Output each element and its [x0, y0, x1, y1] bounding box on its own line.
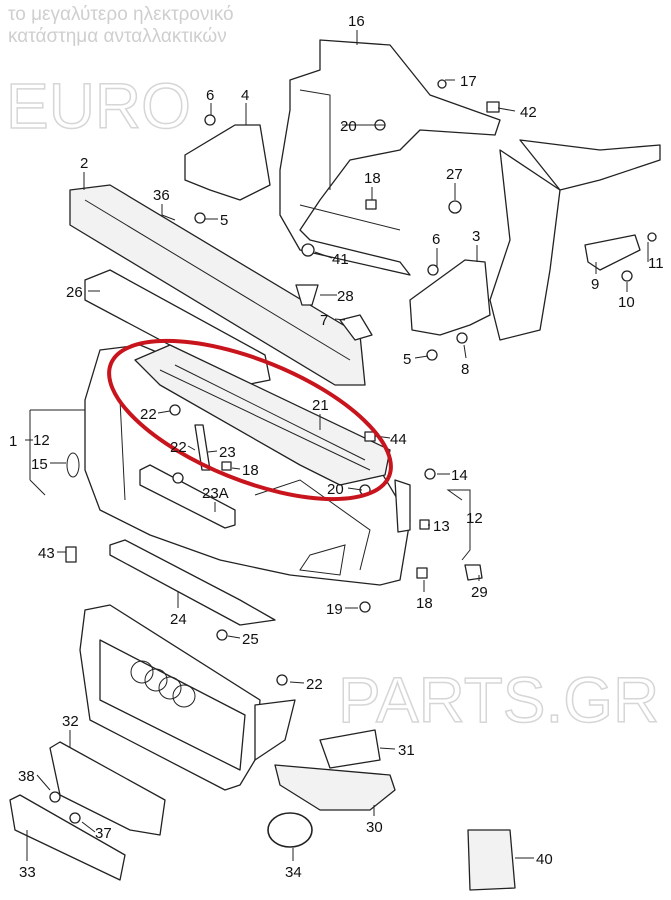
callout-23A: 23A: [202, 485, 229, 502]
part-radiator-support: [279, 39, 661, 341]
callout-42: 42: [520, 104, 537, 121]
part-trim-33: [9, 794, 126, 881]
part-cover-31: [319, 729, 381, 769]
callout-36: 36: [153, 187, 170, 204]
part-radiator-grille: [79, 604, 296, 791]
callout-18b: 18: [242, 462, 259, 479]
callout-8: 8: [461, 361, 469, 378]
callout-3: 3: [472, 228, 480, 245]
callout-37: 37: [95, 825, 112, 842]
callout-6b: 6: [432, 231, 440, 248]
callout-7: 7: [320, 312, 328, 329]
callout-5b: 5: [403, 351, 411, 368]
part-carrier-23A: [139, 464, 236, 529]
watermark-tagline: το μεγαλύτερο ηλεκτρονικό κατάστημα αντα…: [8, 4, 234, 47]
callout-28: 28: [337, 288, 354, 305]
callout-4: 4: [241, 87, 249, 104]
callout-18: 18: [364, 170, 381, 187]
callout-32: 32: [62, 713, 79, 730]
callout-23: 23: [219, 444, 236, 461]
part-absorber: [84, 269, 271, 386]
part-lower-cover: [134, 344, 391, 486]
callout-34: 34: [285, 864, 302, 881]
part-bag-40: [467, 829, 516, 891]
callout-18c: 18: [416, 595, 433, 612]
callout-40: 40: [536, 851, 553, 868]
part-15: [66, 452, 80, 478]
callout-20b: 20: [327, 481, 344, 498]
callout-31: 31: [398, 742, 415, 759]
callout-10: 10: [618, 294, 635, 311]
part-spoiler: [109, 539, 276, 626]
callout-11: 11: [648, 255, 664, 272]
callout-22: 22: [140, 406, 157, 423]
part-side-bracket: [394, 479, 411, 533]
part-plate-holder: [49, 741, 166, 836]
callout-17: 17: [460, 73, 477, 90]
part-fog-grille: [274, 764, 396, 811]
part-bracket-left: [184, 124, 271, 201]
callout-6: 6: [206, 87, 214, 104]
watermark-brand: EURO: [6, 70, 191, 142]
callout-44: 44: [390, 431, 407, 448]
callout-24: 24: [170, 611, 187, 628]
callout-43: 43: [38, 545, 55, 562]
callout-33: 33: [19, 864, 36, 881]
part-clip-7: [339, 314, 373, 341]
callout-13: 13: [433, 518, 450, 535]
callout-26: 26: [66, 284, 83, 301]
callout-12b: 12: [466, 510, 483, 527]
callout-19: 19: [326, 601, 343, 618]
callout-labels: 16 17 42 6 4 20 18 27 2 36 5 6 3 11 41 9…: [9, 13, 664, 881]
callout-41: 41: [332, 251, 349, 268]
callout-12: 12: [33, 432, 50, 449]
callout-29: 29: [471, 584, 488, 601]
callout-22b: 22: [170, 439, 187, 456]
watermark-brand-text: PARTS.GR: [338, 664, 659, 736]
callout-1: 1: [9, 433, 17, 450]
part-43: [65, 546, 77, 563]
callout-20: 20: [340, 118, 357, 135]
fasteners: [49, 79, 657, 824]
callout-21: 21: [312, 397, 329, 414]
part-bracket-9: [584, 234, 641, 271]
part-ring-34: [267, 812, 313, 848]
callout-27: 27: [446, 166, 463, 183]
callout-5: 5: [220, 212, 228, 229]
callout-2: 2: [80, 155, 88, 172]
highlight-ellipse: [107, 338, 393, 502]
watermark: EURO PARTS.GR: [5, 69, 660, 737]
callout-38: 38: [18, 768, 35, 785]
callout-30: 30: [366, 819, 383, 836]
callout-14: 14: [451, 467, 468, 484]
callout-15: 15: [31, 456, 48, 473]
callout-16: 16: [348, 13, 365, 30]
leader-lines: [25, 30, 649, 861]
callout-25: 25: [242, 631, 259, 648]
part-bracket-right: [409, 259, 491, 336]
callout-9: 9: [591, 276, 599, 293]
callout-22c: 22: [306, 676, 323, 693]
